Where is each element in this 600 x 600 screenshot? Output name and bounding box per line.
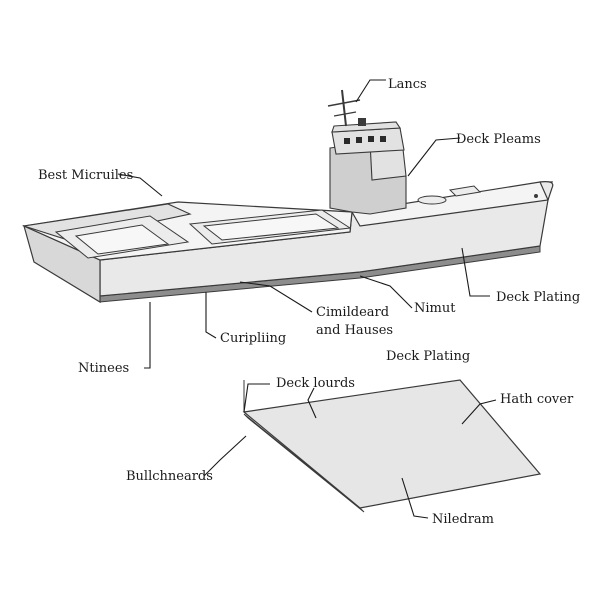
labels: Lancs Deck Pleams Best Micruiles Nimut D… (38, 77, 580, 527)
label-lancs: Lancs (388, 77, 427, 92)
bow (539, 181, 554, 202)
fore-hatch-round (417, 195, 447, 205)
leader-lines (117, 79, 497, 519)
label-ntinees: Ntinees (78, 361, 129, 376)
leader-ntinees (144, 302, 151, 369)
label-bullchneards: Bullchneards (126, 469, 213, 484)
bridge-window (344, 138, 350, 144)
label-best-micruiles: Best Micruiles (38, 168, 133, 183)
label-deck-lourds: Deck lourds (276, 376, 355, 391)
leader-niledram (401, 477, 429, 519)
label-hath-cover: Hath cover (500, 392, 574, 407)
fore-hatch-1 (448, 185, 482, 197)
label-cimildeard-line1: Cimildeard (316, 305, 389, 320)
cargo-hatch-cover (202, 213, 340, 241)
leader-deck-pleams (407, 137, 461, 177)
bridge-window (368, 136, 374, 142)
mast (341, 89, 347, 127)
leader-best-micruiles (117, 173, 163, 197)
leader-nimut (359, 275, 413, 309)
label-deck-plating-right: Deck Plating (496, 290, 580, 305)
stern-hatch-inner (74, 224, 170, 255)
label-curipliing: Curipliing (220, 331, 286, 346)
mast-yard (327, 99, 361, 107)
label-niledram: Niledram (432, 512, 494, 527)
leader-curipliing (205, 292, 217, 339)
leader-lancs (355, 79, 386, 103)
deck-plate (242, 379, 542, 513)
label-deck-plating-center: Deck Plating (386, 349, 470, 364)
anchor-hawse (534, 194, 538, 198)
mast-yard-lower (333, 111, 357, 117)
label-deck-pleams: Deck Pleams (456, 132, 541, 147)
bridge-roof (331, 121, 401, 133)
label-nimut: Nimut (414, 301, 456, 316)
ship-hull (21, 181, 554, 304)
leader-deck-lourds-corner (243, 383, 270, 413)
leader-cimildeard (239, 281, 313, 313)
label-cimildeard-line2: and Hauses (316, 323, 393, 338)
leader-hath-cover (461, 399, 497, 425)
deck-plate-surface (242, 379, 542, 509)
bridge-window (356, 137, 362, 143)
leader-deck-plating-right (461, 247, 490, 297)
bridge-window (380, 136, 386, 142)
leader-deck-lourds (307, 387, 317, 419)
superstructure (327, 89, 407, 215)
mast-lamp (358, 118, 366, 126)
leader-bullchneards (203, 435, 247, 477)
